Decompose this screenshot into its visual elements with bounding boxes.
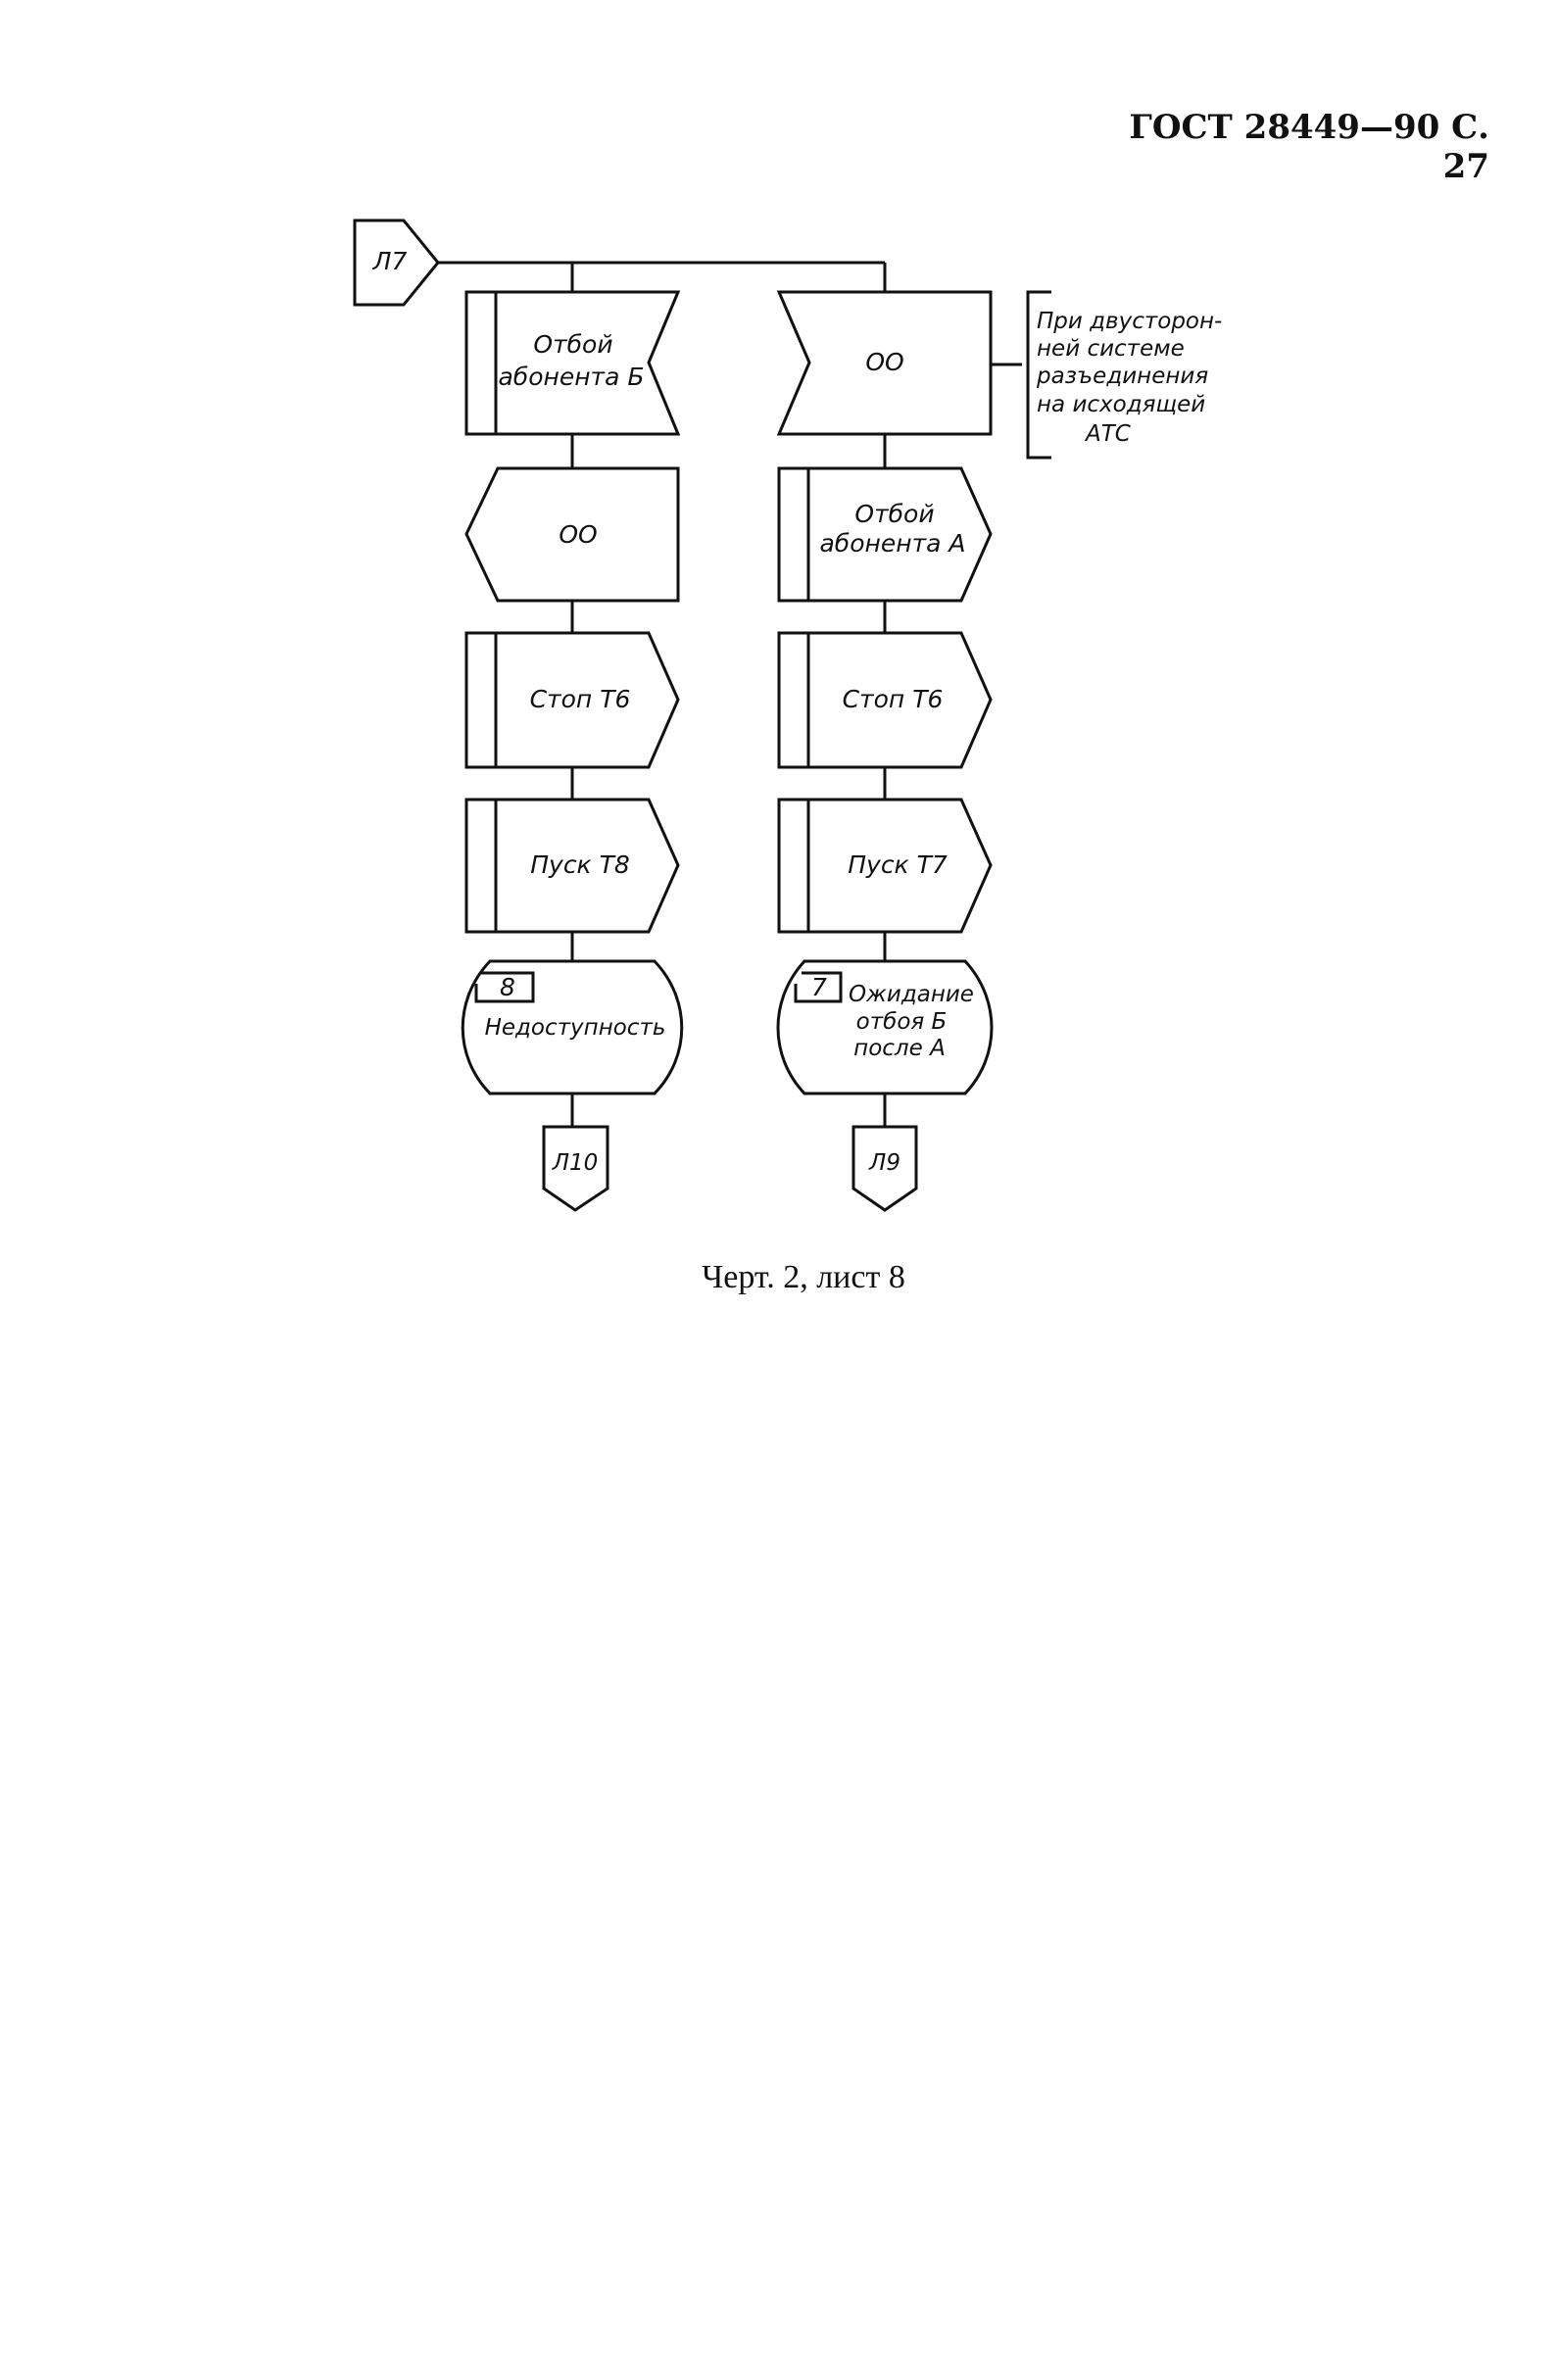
right-signal-in-line1: Отбой [854,500,934,528]
branch-lines [438,261,887,1127]
right-receive-signal-oo: ОО [776,290,993,436]
right-signal-otboy-a: Отбой абонента А [777,466,993,603]
left-task-stop-t6: Стоп Т6 [464,631,680,769]
left-end-connector-label: Л10 [552,1150,599,1176]
left-receive-signal-line1: Отбой [533,330,612,359]
figure-caption: Черт. 2, лист 8 [702,1259,905,1295]
end-connector-l10: Л10 [542,1125,609,1212]
left-state-name: Недоступность [485,1015,666,1041]
left-receive-signal-otboy-b: Отбой абонента Б [464,290,681,436]
left-state-8: 8 Недоступность [461,959,684,1095]
right-task-stop-t6: Стоп Т6 [777,631,993,769]
right-state-name-line1: Ожидание [849,982,974,1007]
right-task-1-label: Стоп Т6 [843,685,944,713]
left-send-signal-label: ОО [559,520,597,549]
right-task-start-t7: Пуск Т7 [777,798,993,934]
comment-line-1: При двусторон- [1037,309,1222,334]
page-header: ГОСТ 28449—90 С. 27 [1129,108,1489,186]
left-state-number: 8 [500,973,515,1001]
left-send-signal-oo: ОО [464,466,680,603]
right-receive-signal-label: ОО [865,348,903,376]
comment-line-4: на исходящей [1037,392,1205,417]
right-end-connector-label: Л9 [868,1150,900,1176]
right-state-7: 7 Ожидание отбоя Б после А [776,959,994,1095]
left-task-start-t8: Пуск Т8 [464,798,680,934]
right-state-number: 7 [811,973,827,1001]
right-state-name-line3: после А [853,1036,946,1061]
comment-line-5: АТС [1084,421,1131,447]
right-signal-in-line2: абонента А [819,529,965,558]
start-connector-l7: Л7 [353,219,440,307]
comment-line-3: разъединения [1036,364,1208,389]
right-state-name-line2: отбоя Б [856,1009,948,1035]
comment-line-2: ней системе [1037,336,1185,362]
comment-annotation: При двусторон- ней системе разъединения … [991,290,1222,460]
left-task-1-label: Стоп Т6 [530,685,631,713]
right-task-2-label: Пуск Т7 [848,850,948,879]
left-task-2-label: Пуск Т8 [530,850,630,879]
end-connector-l9: Л9 [851,1125,918,1212]
start-connector-label: Л7 [372,247,408,275]
left-receive-signal-line2: абонента Б [498,363,644,391]
